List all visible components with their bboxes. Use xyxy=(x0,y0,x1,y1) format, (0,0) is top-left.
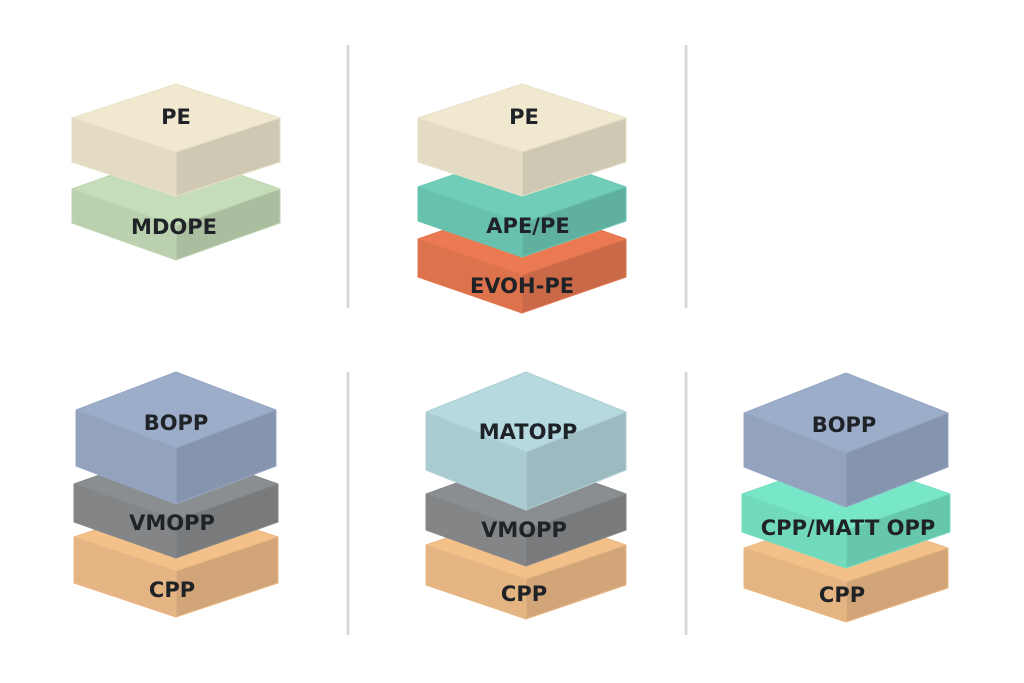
layer-right-face xyxy=(521,238,627,314)
layer-right-face xyxy=(175,188,281,261)
layer-right-face xyxy=(845,547,949,623)
layer-right-face xyxy=(175,117,281,197)
layer-label: VMOPP xyxy=(129,511,215,535)
layer-right-face xyxy=(175,483,279,559)
layer-right-face xyxy=(525,411,627,511)
layer-label: EVOH-PE xyxy=(470,274,574,298)
stack-pe-mdope: MDOPE PE xyxy=(71,83,281,261)
layer-bopp: BOPP xyxy=(75,371,277,505)
layer-bopp: BOPP xyxy=(743,372,949,508)
layer-pe: PE xyxy=(71,83,281,197)
layer-label: MDOPE xyxy=(131,215,217,239)
layer-right-face xyxy=(521,117,627,197)
stack-pe-ape-evoh: EVOH-PE APE/PE PE xyxy=(417,83,627,314)
layer-label: CPP xyxy=(149,578,195,602)
layer-label: CPP xyxy=(501,582,547,606)
layer-label: CPP/MATT OPP xyxy=(761,516,935,540)
layer-label: VMOPP xyxy=(481,518,567,542)
layer-right-face xyxy=(525,544,627,620)
layer-label: CPP xyxy=(819,583,865,607)
layer-right-face xyxy=(521,186,627,258)
stack-bopp-cppmatt-cpp: CPP CPP/MATT OPP BOPP xyxy=(741,372,951,623)
layer-right-face xyxy=(175,536,279,618)
layer-label: PE xyxy=(509,105,539,129)
layer-right-face xyxy=(845,412,949,508)
stack-matopp-vmopp-cpp: CPP VMOPP MATOPP xyxy=(425,371,627,620)
layer-right-face xyxy=(175,409,277,505)
layer-label: PE xyxy=(161,105,191,129)
stack-bopp-vmopp-cpp: CPP VMOPP BOPP xyxy=(73,371,279,618)
layer-right-face xyxy=(525,493,627,567)
layer-label: APE/PE xyxy=(486,214,569,238)
layer-label: BOPP xyxy=(144,411,209,435)
layer-right-face xyxy=(845,493,951,569)
layer-label: MATOPP xyxy=(479,420,577,444)
layer-label: BOPP xyxy=(812,413,877,437)
layer-pe: PE xyxy=(417,83,627,197)
layer-matopp: MATOPP xyxy=(425,371,627,511)
